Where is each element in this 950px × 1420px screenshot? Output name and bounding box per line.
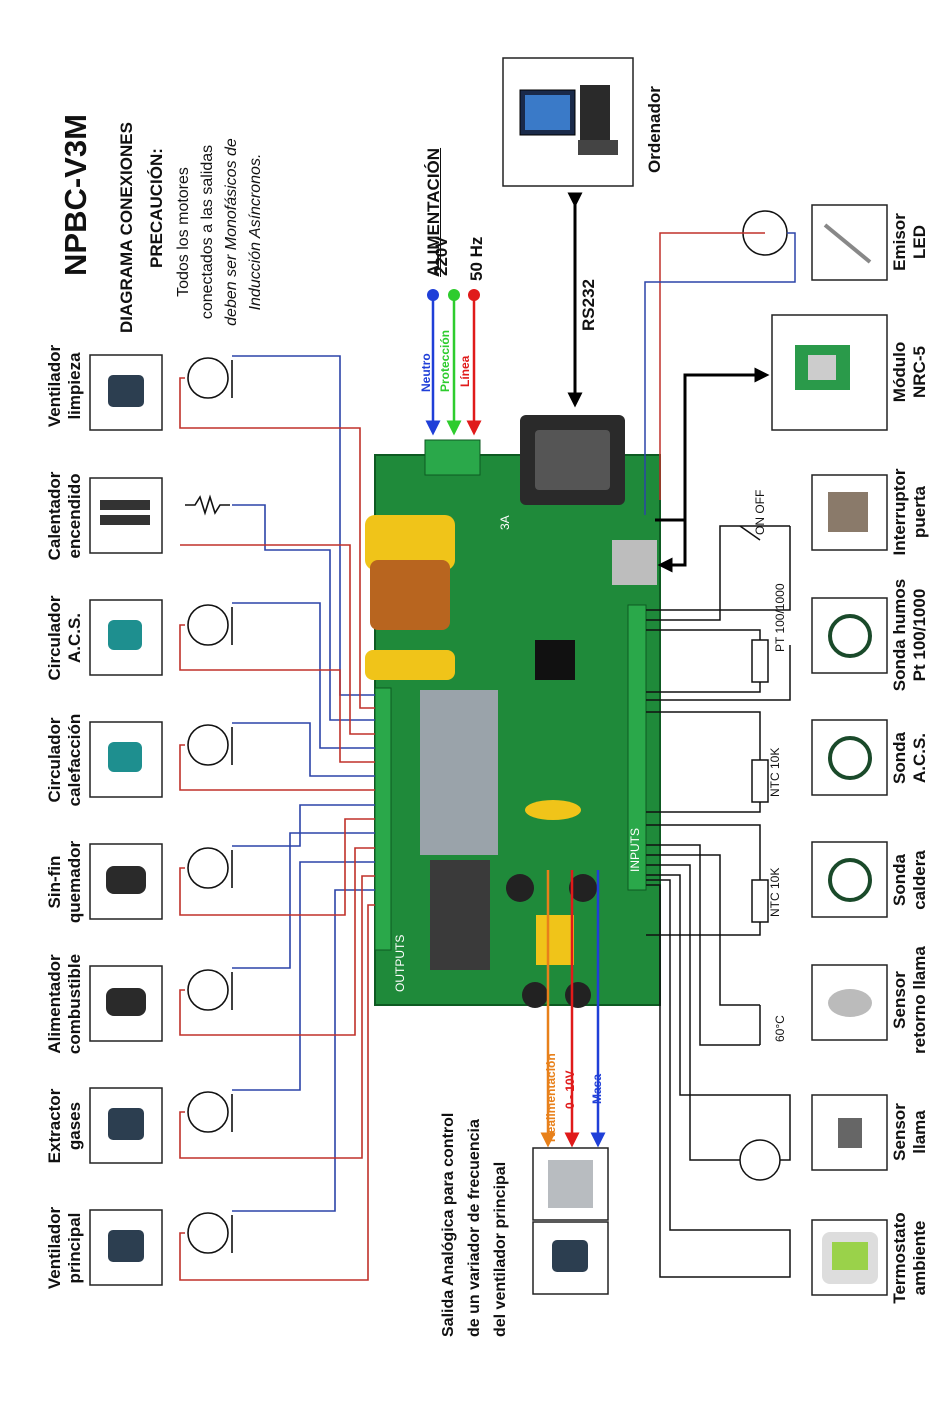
retorno-temp-label: 60°C: [773, 1015, 787, 1042]
analog-thumbnails: [532, 1147, 609, 1295]
toroid: [370, 560, 450, 630]
thumb-sinfin: [89, 843, 163, 920]
power-frequency: 50 Hz: [467, 236, 486, 281]
input-thumbnails: [771, 204, 888, 1296]
thumb-sonda-humos: [811, 597, 888, 674]
board-outputs-label: OUTPUTS: [393, 934, 407, 992]
caution-line-2: conectados a las salidas: [199, 144, 216, 320]
board-inputs-label: INPUTS: [628, 827, 642, 872]
caution-title: PRECAUCIÓN:: [147, 148, 166, 268]
wire-0-10v-label: 0 - 10V: [563, 1070, 577, 1109]
microcontroller: [535, 640, 575, 680]
switch-on-off-label: ON OFF: [753, 489, 767, 535]
ntc-caldera-label: NTC 10K: [768, 867, 782, 917]
thumb-led: [811, 204, 888, 281]
choke-top: [365, 515, 455, 570]
computer-icon: [519, 85, 618, 155]
rs232-label: RS232: [579, 279, 598, 331]
board-fuse-label: 3A: [498, 515, 512, 530]
caution-line-1: Todos los motores: [175, 167, 192, 297]
ntc-acs-label: NTC 10K: [768, 747, 782, 797]
rj45-port: [612, 540, 657, 585]
output-thumbnails: [89, 354, 163, 1286]
relay-block: [420, 690, 498, 855]
caution-line-4: Inducción Asíncronos.: [247, 153, 264, 311]
output-wiring: [179, 355, 375, 1281]
power-voltage: 220V: [432, 236, 451, 276]
power-terminal: [424, 439, 481, 476]
thumb-sonda-caldera: [811, 841, 888, 918]
diagram-subtitle: DIAGRAMA CONEXIONES: [117, 122, 136, 333]
transformer: [536, 915, 574, 965]
caution-line-3: deben ser Monofásicos de: [223, 138, 240, 326]
wire-linea-label: Línea: [458, 355, 472, 387]
model-title: NPBC-V3M: [58, 114, 93, 276]
wire-realimentacion-label: Realimentación: [544, 1053, 558, 1142]
nrc5-link: [655, 367, 770, 573]
controller-board: [365, 415, 661, 1008]
wire-proteccion-label: Protección: [438, 329, 452, 392]
wire-neutro-label: Neutro: [419, 353, 433, 392]
caution-text: Todos los motores conectados a las salid…: [172, 112, 268, 352]
computer-label: Ordenador: [645, 86, 664, 173]
power-wires: [425, 289, 482, 436]
thumb-ventilador-principal: [89, 1209, 163, 1286]
input-wiring: [644, 210, 796, 1278]
analog-wires: [540, 870, 606, 1148]
wire-masa-label: Masa: [590, 1073, 604, 1104]
thumb-sonda-acs: [811, 719, 888, 796]
pt-label: PT 100/1000: [773, 583, 787, 652]
